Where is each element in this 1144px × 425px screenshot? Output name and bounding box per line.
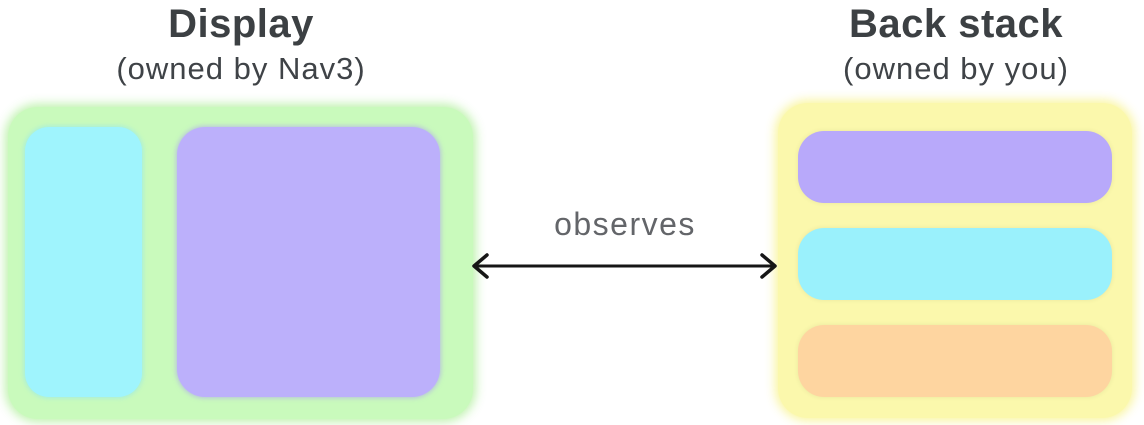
back-stack-box — [778, 103, 1132, 418]
back-stack-heading: Back stack (owned by you) — [778, 0, 1134, 90]
back-stack-entry-bottom — [798, 325, 1112, 397]
observes-arrow-icon — [472, 253, 777, 279]
display-pane-small — [25, 127, 142, 397]
display-pane-large — [177, 127, 440, 397]
display-box — [8, 107, 473, 419]
display-subtitle: (owned by Nav3) — [116, 51, 366, 86]
back-stack-subtitle: (owned by you) — [843, 51, 1069, 86]
back-stack-entry-middle — [798, 228, 1112, 300]
observes-label: observes — [554, 206, 696, 242]
back-stack-title: Back stack — [848, 2, 1064, 46]
back-stack-entry-top — [798, 131, 1112, 203]
display-title: Display — [168, 2, 314, 46]
display-heading: Display (owned by Nav3) — [8, 0, 474, 90]
arrowhead-left — [472, 253, 489, 279]
arrowhead-right — [760, 253, 777, 279]
